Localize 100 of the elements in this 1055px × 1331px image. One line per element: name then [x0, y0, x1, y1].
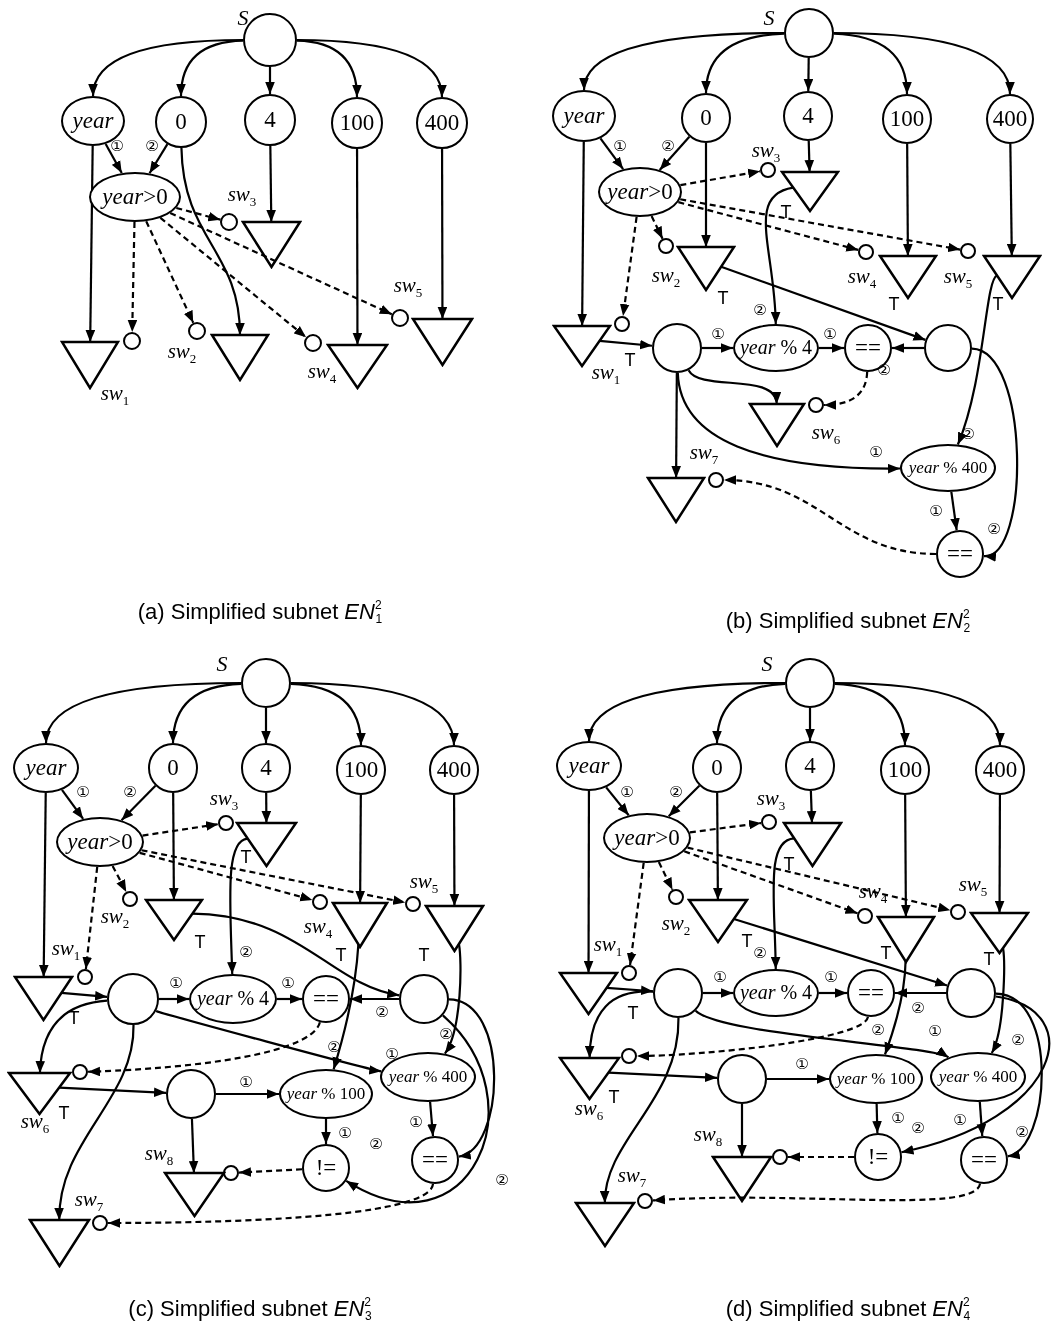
dashed-arrow — [141, 849, 406, 905]
branch-label: T — [888, 295, 900, 313]
edge-label: ② — [375, 1004, 389, 1020]
switch-name: sw$_{4}$ — [303, 915, 333, 941]
place-circle: 0 — [681, 93, 731, 143]
edge-label: ② — [871, 1022, 885, 1038]
switch-name: sw$_{6}$ — [811, 421, 841, 447]
edge-label: ② — [911, 1000, 925, 1016]
switch-circle — [391, 309, 409, 327]
switch-name: sw$_{1}$ — [51, 937, 81, 963]
edge-label: ② — [369, 1136, 383, 1152]
edge-label: ② — [669, 784, 683, 800]
place-circle: 4 — [783, 91, 833, 141]
arrow — [188, 1118, 199, 1174]
operation-ellipse: year>0 — [603, 813, 691, 863]
operation-ellipse: year % 400 — [930, 1052, 1026, 1102]
branch-label: T — [741, 932, 753, 950]
dashed-arrow — [680, 198, 961, 253]
arrow — [85, 146, 96, 342]
switch-name: sw$_{3}$ — [756, 787, 786, 813]
edge-label: ① — [711, 326, 725, 342]
place-circle: 0 — [692, 743, 742, 793]
dashed-arrow — [650, 215, 664, 240]
edge-label: ① — [953, 1112, 967, 1128]
arrow — [976, 1101, 987, 1137]
operation-ellipse: year>0 — [89, 172, 181, 222]
arrow — [332, 944, 360, 1070]
edge-label: ① — [928, 1023, 942, 1039]
switch-name: sw$_{2}$ — [651, 264, 681, 290]
place-circle: == — [411, 1136, 459, 1184]
dashed-arrow — [678, 201, 859, 252]
dashed-arrow — [176, 206, 221, 222]
edge-label: ① — [713, 969, 727, 985]
edge-label: ① — [239, 1074, 253, 1090]
arrow — [437, 149, 448, 319]
branch-label: T — [627, 1004, 639, 1022]
arrow — [355, 795, 365, 903]
arrow — [833, 32, 912, 95]
arrow — [720, 265, 926, 341]
arrow — [903, 144, 913, 256]
switch-name: sw$_{5}$ — [943, 265, 973, 291]
switch-circle — [123, 332, 141, 350]
dashed-arrow — [683, 850, 858, 915]
switch-circle — [220, 213, 238, 231]
place-circle — [784, 8, 834, 58]
branch-label: T — [335, 946, 347, 964]
switch-name: sw$_{6}$ — [574, 1097, 604, 1123]
arrow — [577, 142, 588, 326]
place-circle — [653, 968, 703, 1018]
place-circle — [399, 974, 449, 1024]
switch-name: sw$_{5}$ — [393, 274, 423, 300]
branch-label: T — [624, 351, 636, 369]
arrow — [89, 38, 243, 97]
edge-label: ② — [1015, 1124, 1029, 1140]
switch-name: sw$_{3}$ — [227, 183, 257, 209]
edge-label: ② — [239, 944, 253, 960]
arrow — [995, 992, 1043, 1158]
arrow — [950, 491, 960, 531]
arrow — [265, 67, 275, 94]
place-circle: 400 — [416, 97, 468, 149]
branch-label: T — [418, 946, 430, 964]
dashed-arrow — [626, 862, 645, 966]
arrow — [266, 146, 276, 222]
place-circle — [924, 324, 972, 372]
arrow — [585, 990, 654, 1059]
switch-circle — [960, 243, 976, 259]
edge-label: ① — [795, 1056, 809, 1072]
branch-label: T — [194, 933, 206, 951]
arrow — [767, 1074, 829, 1084]
switch-circle — [188, 322, 206, 340]
switch-name: sw$_{2}$ — [100, 905, 130, 931]
arrow — [901, 995, 1050, 1154]
arrow — [956, 274, 998, 445]
dashed-arrow — [169, 212, 393, 316]
edge-label: ② — [911, 1120, 925, 1136]
arrow — [994, 795, 1005, 913]
switch-name: sw$_{5}$ — [409, 870, 439, 896]
arrow — [695, 1009, 949, 1059]
place-circle: 400 — [986, 94, 1034, 144]
arrow — [701, 143, 711, 247]
dashed-arrow — [87, 1021, 321, 1077]
place-name: S — [237, 7, 249, 29]
switch-name: sw$_{2}$ — [167, 340, 197, 366]
arrow — [703, 988, 733, 998]
arrow — [59, 1086, 167, 1097]
arrow — [733, 917, 948, 987]
edge-label: ① — [281, 975, 295, 991]
arrow — [581, 31, 784, 91]
place-circle: 4 — [785, 741, 835, 791]
place-circle: 100 — [331, 97, 383, 149]
arrow — [159, 994, 189, 1004]
arrow — [42, 681, 241, 744]
place-circle: 100 — [882, 94, 932, 144]
place-circle: == — [960, 1136, 1008, 1184]
edge-label: ② — [753, 945, 767, 961]
branch-label: T — [783, 855, 795, 873]
arrow — [819, 343, 844, 353]
arrow — [448, 998, 496, 1158]
arrow — [36, 999, 108, 1074]
arrow — [352, 149, 363, 345]
